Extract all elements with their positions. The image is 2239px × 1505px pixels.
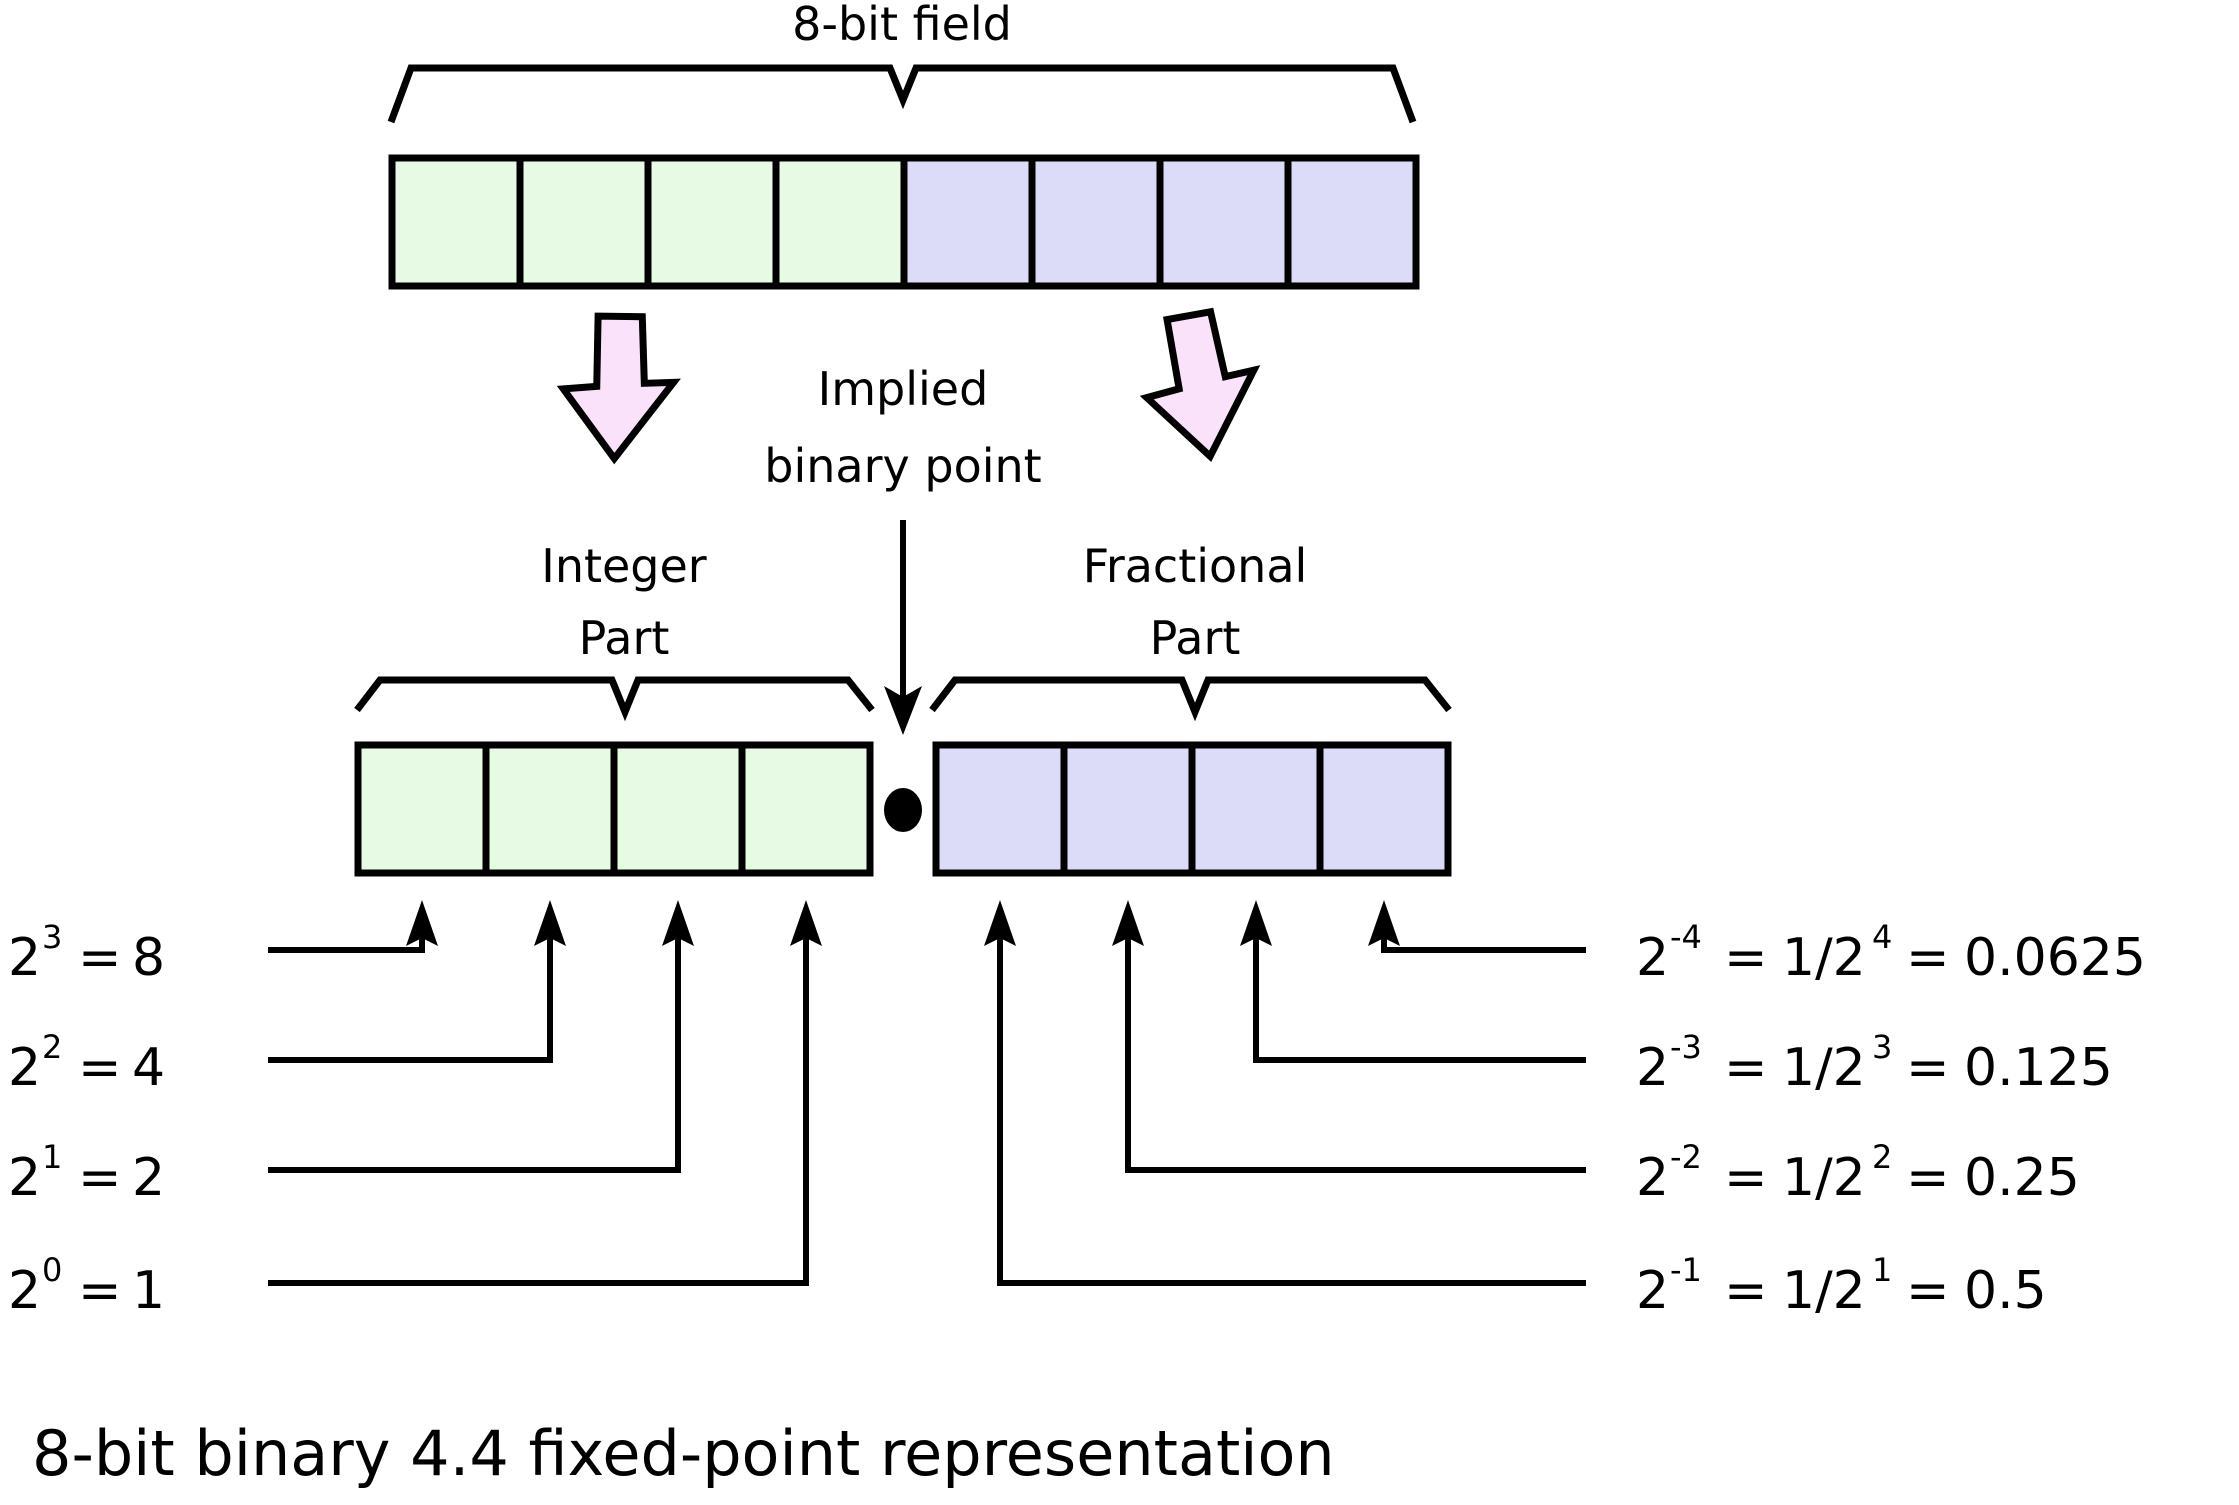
fractional-weight-equals-1: = <box>1724 1038 1768 1098</box>
top-cell-integer-1 <box>644 154 780 290</box>
top-brace <box>387 64 1417 124</box>
fractional-weight-equals-0: = <box>1724 928 1768 988</box>
integer-part-label-line1: Integer <box>541 539 707 593</box>
integer-cell-2exp2 <box>482 741 618 877</box>
fractional-cell-2expneg4 <box>1316 741 1452 877</box>
fractional-weight-equals-2: = <box>1724 1148 1768 1208</box>
connector-2exp2 <box>268 900 566 1063</box>
integer-weight-value-2: 2 <box>132 1148 165 1208</box>
connector-2exp1 <box>268 900 694 1173</box>
connector-2expneg1 <box>984 900 1586 1286</box>
fractional-weight-equals2-1: = <box>1906 1038 1950 1098</box>
fractional-weight-equals-3: = <box>1724 1261 1768 1321</box>
fractional-weight-base-1: 2 <box>1636 1038 1669 1098</box>
integer-weight-label-3: 2 0 = 1 <box>8 1251 165 1321</box>
integer-weight-base-1: 2 <box>8 1038 41 1098</box>
fractional-weight-value-0: 0.0625 <box>1964 928 2146 988</box>
implied-binary-point-label-line1: Implied <box>818 362 989 416</box>
fractional-weight-fraction-2: 1/2 <box>1782 1148 1866 1208</box>
fractional-weight-fraction-exponent-1: 3 <box>1872 1028 1892 1066</box>
fractional-weight-label-0: 2 -4 = 1/2 4 = 0.0625 <box>1636 918 2146 988</box>
fractional-cell-2expneg2 <box>1060 741 1196 877</box>
top-cell-integer-3 <box>388 154 524 290</box>
fractional-weight-exponent-2: -2 <box>1670 1138 1702 1176</box>
top-cell-fraction-4 <box>1284 154 1420 290</box>
connector-2exp3 <box>268 900 438 953</box>
fractional-weight-value-1: 0.125 <box>1964 1038 2113 1098</box>
integer-weight-exponent-2: 1 <box>42 1138 62 1176</box>
connector-2expneg4 <box>1368 900 1586 953</box>
integer-weight-equals-0: = <box>78 928 122 988</box>
integer-weight-value-1: 4 <box>132 1038 165 1098</box>
fractional-weight-label-3: 2 -1 = 1/2 1 = 0.5 <box>1636 1251 2047 1321</box>
fractional-weight-value-3: 0.5 <box>1964 1261 2047 1321</box>
fractional-weight-label-1: 2 -3 = 1/2 3 = 0.125 <box>1636 1028 2113 1098</box>
integer-weight-value-0: 8 <box>132 928 165 988</box>
fractional-weight-value-2: 0.25 <box>1964 1148 2080 1208</box>
integer-bit-row <box>354 741 874 877</box>
figure-caption: 8-bit binary 4.4 fixed-point representat… <box>32 1417 1335 1490</box>
fractional-weight-fraction-exponent-0: 4 <box>1872 918 1892 956</box>
integer-weight-base-2: 2 <box>8 1148 41 1208</box>
integer-weight-label-0: 2 3 = 8 <box>8 918 165 988</box>
fractional-weight-fraction-exponent-3: 1 <box>1872 1251 1892 1289</box>
integer-weight-base-0: 2 <box>8 928 41 988</box>
fractional-weight-exponent-0: -4 <box>1670 918 1702 956</box>
integer-weight-exponent-1: 2 <box>42 1028 62 1066</box>
fractional-weight-equals2-2: = <box>1906 1148 1950 1208</box>
fractional-weight-fraction-1: 1/2 <box>1782 1038 1866 1098</box>
fractional-bit-row <box>932 741 1452 877</box>
integer-weight-label-1: 2 2 = 4 <box>8 1028 165 1098</box>
integer-cell-2exp0 <box>738 741 874 877</box>
implied-binary-point-label-line2: binary point <box>764 439 1041 493</box>
connector-2expneg3 <box>1240 900 1586 1063</box>
integer-weight-equals-2: = <box>78 1148 122 1208</box>
fractional-weight-equals2-3: = <box>1906 1261 1950 1321</box>
integer-cell-2exp1 <box>610 741 746 877</box>
integer-weight-equals-1: = <box>78 1038 122 1098</box>
integer-weight-exponent-3: 0 <box>42 1251 62 1289</box>
connector-2expneg2 <box>1112 900 1586 1173</box>
fractional-weight-base-3: 2 <box>1636 1261 1669 1321</box>
fractional-weight-fraction-exponent-2: 2 <box>1872 1138 1892 1176</box>
fractional-weight-label-2: 2 -2 = 1/2 2 = 0.25 <box>1636 1138 2080 1208</box>
connector-2exp0 <box>268 900 822 1286</box>
integer-weight-base-3: 2 <box>8 1261 41 1321</box>
integer-part-brace <box>354 676 875 722</box>
integer-weight-exponent-0: 3 <box>42 918 62 956</box>
fractional-part-brace <box>929 676 1452 722</box>
top-cell-integer-2 <box>516 154 652 290</box>
top-cell-integer-0 <box>772 154 908 290</box>
fractional-weight-base-2: 2 <box>1636 1148 1669 1208</box>
top-cell-fraction-2 <box>1028 154 1164 290</box>
binary-point-dot <box>884 788 922 832</box>
fractional-split-arrow <box>1139 307 1261 463</box>
fractional-weight-base-0: 2 <box>1636 928 1669 988</box>
binary-point-pointer-arrow <box>884 520 922 735</box>
fractional-part-label-line1: Fractional <box>1083 539 1308 593</box>
integer-weight-label-2: 2 1 = 2 <box>8 1138 165 1208</box>
integer-weight-value-3: 1 <box>132 1261 165 1321</box>
fractional-weight-fraction-3: 1/2 <box>1782 1261 1866 1321</box>
fractional-weight-exponent-1: -3 <box>1670 1028 1702 1066</box>
top-bit-row <box>388 154 1420 290</box>
integer-part-label-line2: Part <box>579 611 670 665</box>
integer-weight-equals-3: = <box>78 1261 122 1321</box>
top-field-label: 8-bit field <box>792 0 1012 51</box>
fractional-cell-2expneg3 <box>1188 741 1324 877</box>
fractional-weight-fraction-0: 1/2 <box>1782 928 1866 988</box>
fractional-part-label-line2: Part <box>1150 611 1241 665</box>
top-cell-fraction-1 <box>900 154 1036 290</box>
top-cell-fraction-3 <box>1156 154 1292 290</box>
fractional-weight-exponent-3: -1 <box>1670 1251 1702 1289</box>
integer-cell-2exp3 <box>354 741 490 877</box>
fractional-weight-equals2-0: = <box>1906 928 1950 988</box>
integer-split-arrow <box>556 312 681 465</box>
fractional-cell-2expneg1 <box>932 741 1068 877</box>
